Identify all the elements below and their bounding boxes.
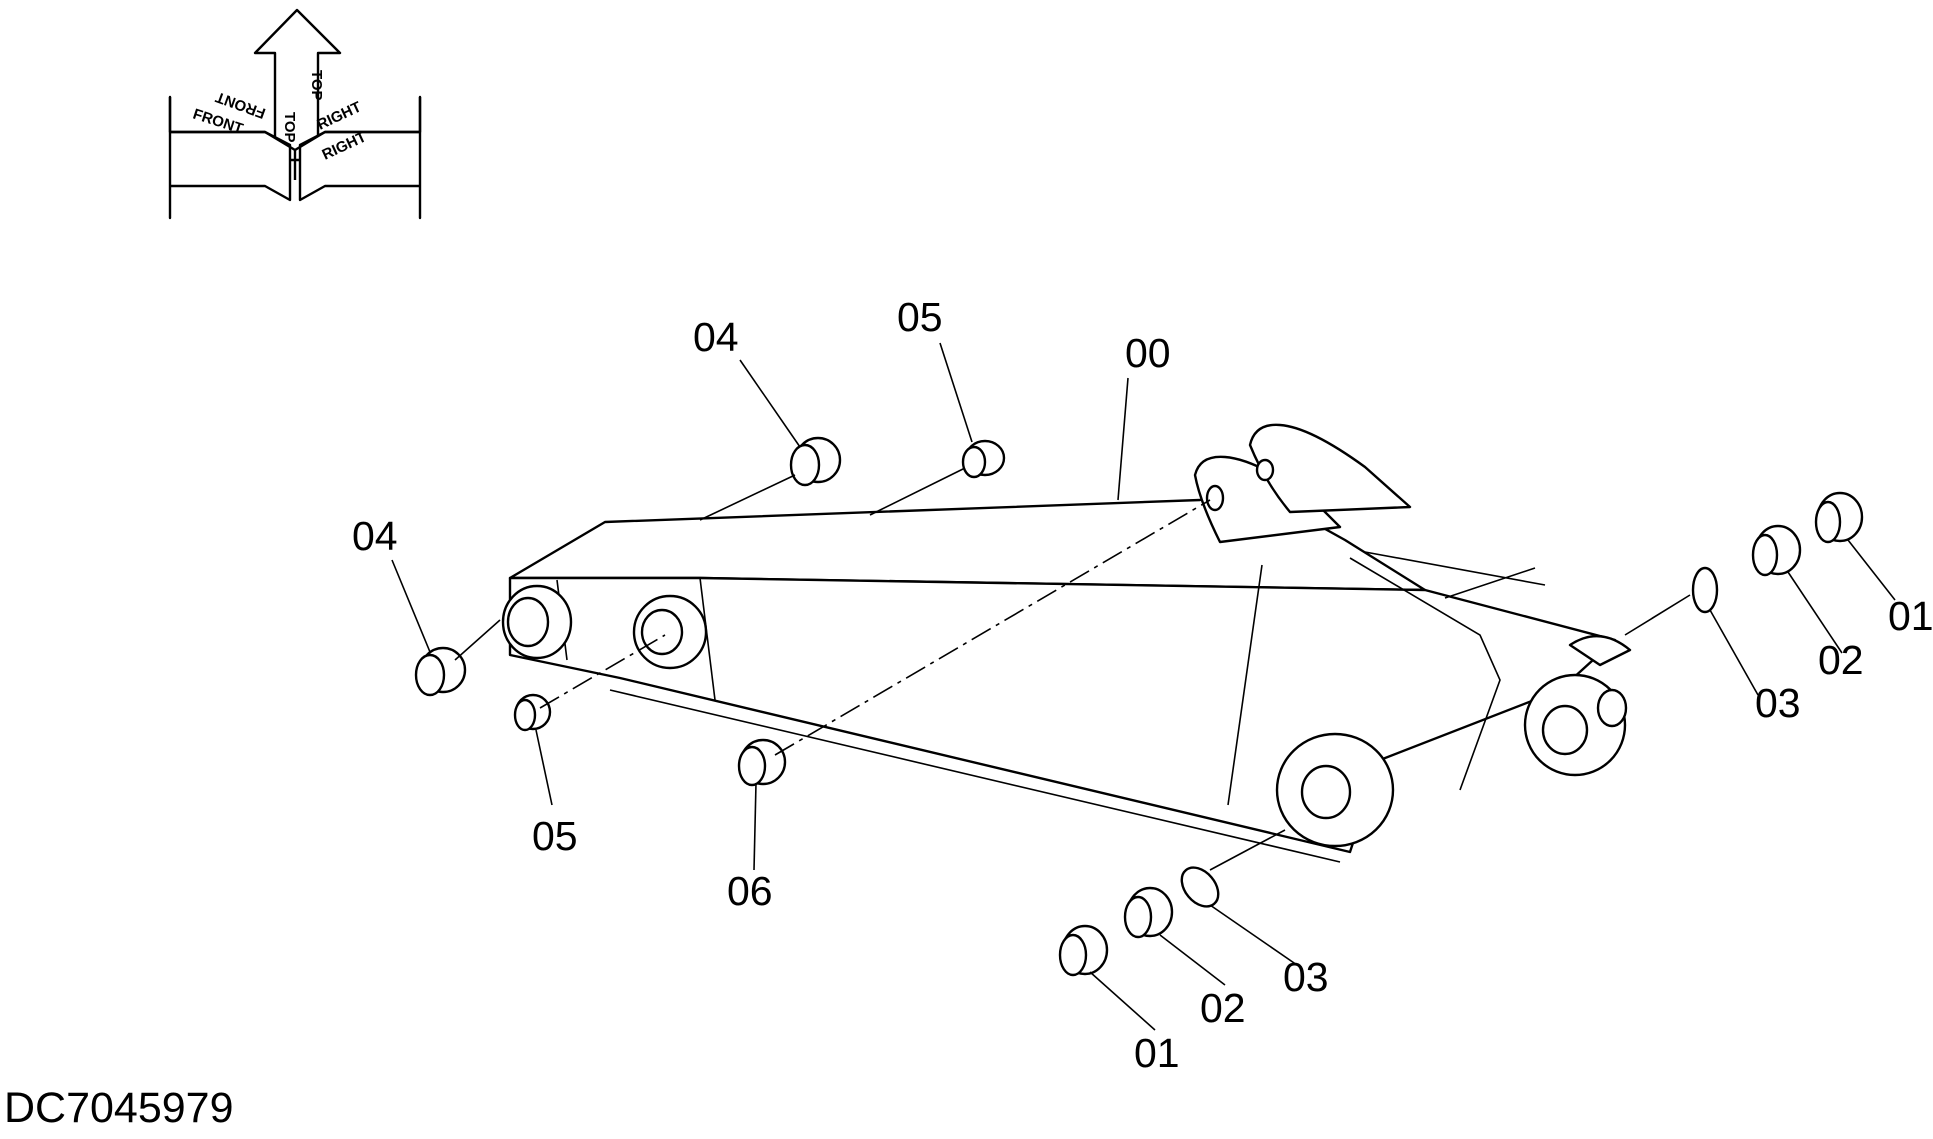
leader-lines (391, 342, 1896, 1031)
callout-04-left: 04 (352, 513, 398, 559)
orient-right-label-1: RIGHT (315, 98, 364, 133)
callout-06: 06 (727, 868, 773, 914)
bushing-04-left (414, 646, 467, 697)
bushing-01-right (1814, 491, 1864, 544)
callout-01-right: 01 (1888, 593, 1933, 639)
bushing-05-left (513, 693, 552, 732)
callout-labels: 00 04 05 04 05 06 03 02 01 03 02 01 (352, 294, 1933, 1076)
bushing-05-top (961, 439, 1006, 479)
seal-03-right (1691, 566, 1719, 614)
callout-03-right: 03 (1755, 680, 1801, 726)
drawing-number: DC7045979 (4, 1084, 234, 1132)
callout-05-top: 05 (897, 294, 943, 340)
orient-top-label-1: TOP (281, 112, 298, 143)
callout-04-top: 04 (693, 314, 739, 360)
seal-03-bottom (1180, 866, 1220, 908)
bushing-06 (737, 738, 787, 787)
callout-05-left: 05 (532, 813, 578, 859)
callout-03-bottom: 03 (1283, 954, 1329, 1000)
callout-00: 00 (1125, 330, 1171, 376)
bushing-04-top (789, 436, 842, 487)
callout-01-bottom: 01 (1134, 1030, 1180, 1076)
bushing-01-bottom (1058, 924, 1109, 977)
orientation-indicator: TOP TOP FRONT FRONT RIGHT RIGHT (168, 8, 422, 220)
callout-02-bottom: 02 (1200, 985, 1246, 1031)
center-lines (539, 499, 1211, 756)
callout-02-right: 02 (1818, 637, 1864, 683)
orient-top-label-2: TOP (308, 70, 325, 101)
bushing-02-bottom (1123, 886, 1174, 939)
arm-assembly (501, 423, 1632, 863)
bushing-02-right (1751, 524, 1802, 577)
